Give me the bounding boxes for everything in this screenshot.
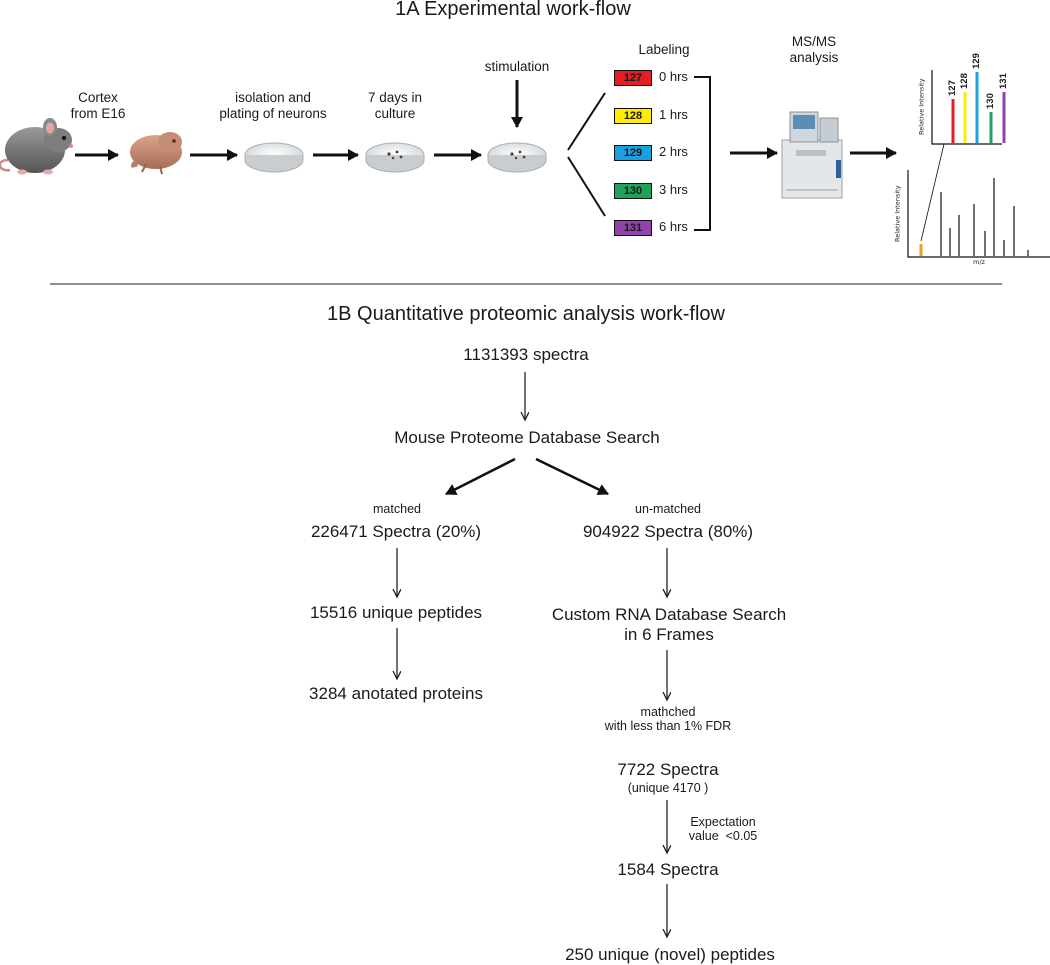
fdr-note: mathched with less than 1% FDR bbox=[604, 705, 732, 734]
workflow-arrows bbox=[75, 80, 897, 161]
reporter-peak-label-131: 131 bbox=[998, 73, 1009, 89]
labeling-title: Labeling bbox=[638, 42, 690, 57]
spectrum-ylabel: Relative Intensity bbox=[893, 185, 902, 243]
unmatched-label: un-matched bbox=[634, 502, 702, 516]
unmatched-spectra: 904922 Spectra (80%) bbox=[582, 522, 754, 541]
label-tag-130: 130 bbox=[614, 182, 652, 199]
section-b-title: 1B Quantitative proteomic analysis work-… bbox=[327, 303, 725, 325]
isolation-label: isolation and plating of neurons bbox=[219, 90, 327, 121]
label-tag-128: 128 bbox=[614, 107, 652, 124]
embryo-brain-icon bbox=[130, 132, 182, 175]
label-time-129: 2 hrs bbox=[659, 144, 688, 159]
label-tag-131: 131 bbox=[614, 220, 652, 236]
stimulation-label: stimulation bbox=[484, 59, 550, 74]
reporter-ion-plot bbox=[931, 70, 1002, 145]
reporter-peak-label-127: 127 bbox=[947, 80, 958, 96]
label-time-130: 3 hrs bbox=[659, 181, 688, 197]
label-time-128: 1 hrs bbox=[659, 106, 688, 122]
novel-peptides: 250 unique (novel) peptides bbox=[565, 945, 775, 964]
annotated-proteins: 3284 anotated proteins bbox=[309, 684, 483, 703]
spectra-1584: 1584 Spectra bbox=[617, 860, 719, 879]
spectrum-xlabel: m/z bbox=[973, 258, 985, 266]
petri-dish-stimulated-icon bbox=[487, 142, 547, 173]
spectra-7722: 7722 Spectra bbox=[617, 760, 719, 779]
petri-dish-culture-icon bbox=[365, 142, 425, 173]
label-time-127: 0 hrs bbox=[659, 69, 688, 84]
reporter-peaks bbox=[951, 72, 1006, 143]
custom-rna-search: Custom RNA Database Search in 6 Frames bbox=[551, 605, 787, 644]
split-arrows bbox=[445, 457, 609, 496]
section-a-title: 1A Experimental work-flow bbox=[395, 0, 631, 20]
expectation-note: Expectation value <0.05 bbox=[688, 815, 758, 844]
flow-arrows bbox=[397, 372, 667, 937]
label-tag-127: 127 bbox=[614, 70, 652, 86]
labeling-bracket bbox=[694, 76, 711, 231]
mouse-proteome-search: Mouse Proteome Database Search bbox=[394, 428, 660, 447]
reporter-ylabel: Relative Intensity bbox=[917, 78, 926, 136]
matched-spectra: 226471 Spectra (20%) bbox=[310, 522, 482, 541]
total-spectra: 1131393 spectra bbox=[463, 345, 589, 364]
reporter-peak-label-128: 128 bbox=[959, 73, 970, 89]
unique-4170: (unique 4170 ) bbox=[627, 781, 709, 795]
mass-spectrometer-icon bbox=[781, 111, 843, 199]
reporter-peak-label-129: 129 bbox=[971, 53, 982, 69]
reporter-peak-label-130: 130 bbox=[985, 93, 996, 109]
petri-dish-empty-icon bbox=[244, 142, 304, 173]
cortex-label: Cortex from E16 bbox=[70, 90, 126, 121]
split-lines bbox=[567, 92, 606, 217]
matched-label: matched bbox=[373, 502, 421, 516]
label-tag-129: 129 bbox=[614, 145, 652, 161]
mouse-icon bbox=[0, 118, 73, 175]
culture-label: 7 days in culture bbox=[367, 90, 423, 121]
msms-label: MS/MS analysis bbox=[789, 34, 839, 65]
unique-peptides: 15516 unique peptides bbox=[309, 603, 483, 622]
ms-spectrum-plot bbox=[907, 143, 1050, 258]
label-time-131: 6 hrs bbox=[659, 219, 688, 234]
